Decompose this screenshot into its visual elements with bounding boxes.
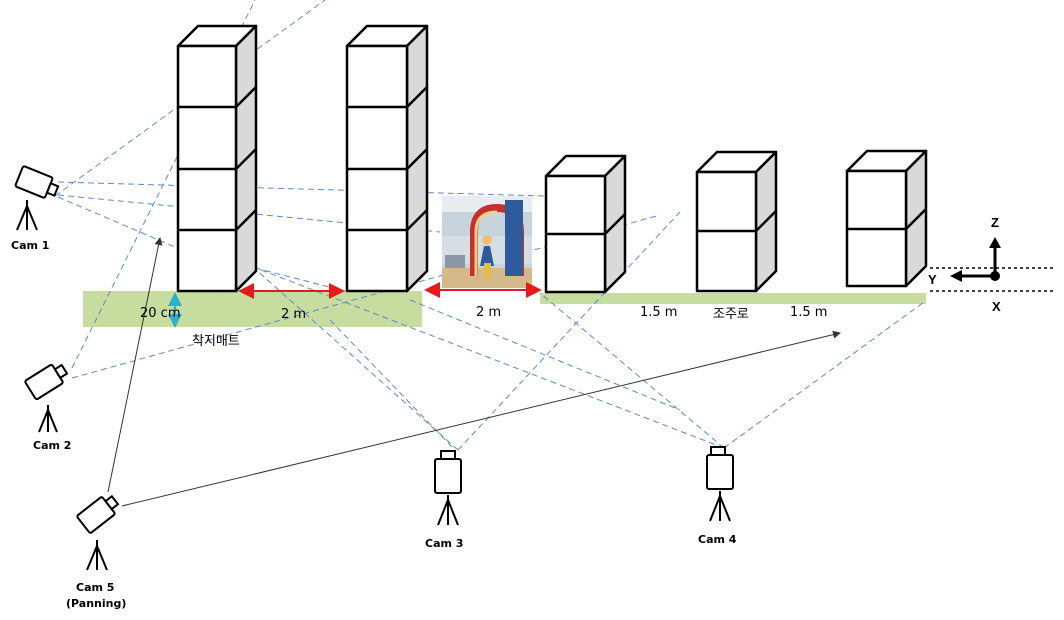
camera-3-label: Cam 3 [425,537,463,550]
tower-3 [544,154,627,294]
gap-2-label: 2 m [476,305,501,320]
camera-2-icon [24,363,69,433]
pan-arrow-up [107,237,163,493]
gap-1-label: 2 m [281,307,306,322]
camera-5-sublabel: (Panning) [66,597,126,610]
camera-1-icon [14,165,60,231]
tower-5 [845,149,928,288]
x-axis-label: X [992,299,1001,314]
z-axis-label: Z [991,215,999,230]
runway-label: 조주로 [713,307,749,322]
camera-5-icon [76,494,120,571]
camera-5-label: Cam 5 [76,581,114,594]
camera-2-label: Cam 2 [33,439,71,452]
tower-4 [695,150,778,293]
mat-height-label: 20 cm [140,306,181,321]
camera-4-label: Cam 4 [698,533,737,546]
landing-mat [83,291,422,327]
camera-3-icon [434,450,462,526]
y-axis-label: Y [928,272,937,287]
tower-2 [345,24,429,293]
coordinate-axes [930,237,1054,292]
gap-4-label: 1.5 m [790,305,827,320]
camera-1-label: Cam 1 [11,239,49,252]
pan-arrow-right [121,330,841,507]
runway-mat [540,293,926,304]
gymnast-photo [442,196,532,288]
landing-mat-label: 착지매트 [192,334,240,349]
tower-1 [176,24,258,293]
camera-4-icon [706,446,734,522]
gap-3-label: 1.5 m [640,305,677,320]
